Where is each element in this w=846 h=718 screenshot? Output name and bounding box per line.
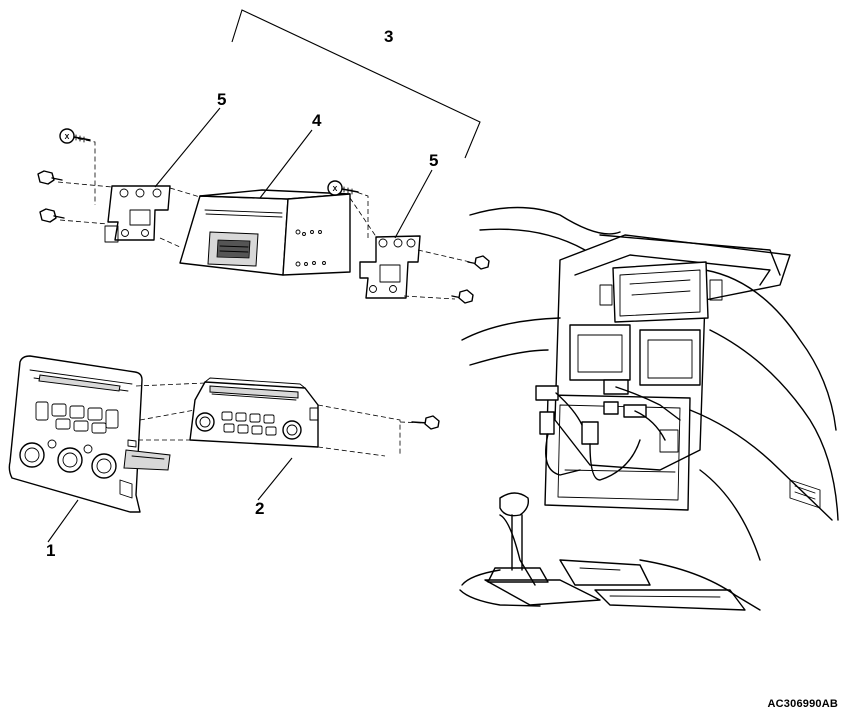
bolt-icon: [37, 170, 63, 185]
callout-1: 1: [46, 541, 55, 560]
bolt-icon: [39, 208, 65, 223]
screw-x-mark: X: [65, 134, 70, 141]
callout-5-left: 5: [217, 90, 226, 109]
right-bracket: [359, 235, 421, 299]
callout-3: 3: [384, 27, 393, 46]
figure-code: AC306990AB: [767, 698, 838, 710]
leader-lines: [47, 107, 433, 543]
bolt-icon: [467, 255, 490, 270]
panel-bezel: [8, 355, 171, 513]
callout-2: 2: [255, 499, 264, 518]
left-bracket: [104, 185, 171, 243]
dashboard-assembly: [459, 206, 839, 611]
screw-x-mark: X: [333, 186, 338, 193]
screw-icon: [59, 128, 91, 144]
bolt-icon: [411, 415, 440, 430]
screw-icon: [327, 180, 359, 196]
bolt-icon: [451, 289, 474, 304]
callout-4: 4: [312, 111, 322, 130]
callout-5-right: 5: [429, 151, 438, 170]
alignment-lines-upper: [57, 136, 471, 300]
audio-unit-body: [179, 189, 351, 276]
audio-control-unit: [189, 377, 319, 448]
